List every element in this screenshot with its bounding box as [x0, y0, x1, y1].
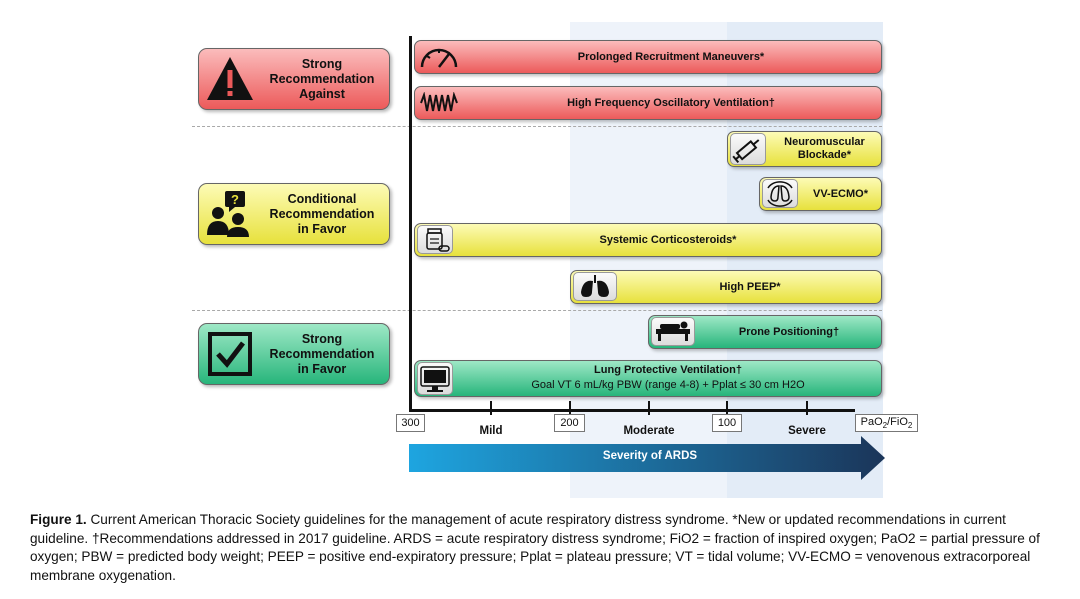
- tick-mild: [490, 401, 492, 415]
- tick-label-200: 200: [554, 414, 585, 432]
- conditional-favor-box: ? Conditional Recommendation in Favor: [198, 183, 390, 245]
- syringe-icon-box: [730, 133, 766, 165]
- bar-prone-positioning: Prone Positioning†: [648, 315, 882, 349]
- prone-bed-icon: [656, 321, 690, 341]
- bar-systemic-corticosteroids: Systemic Corticosteroids*: [414, 223, 882, 257]
- lpv-title: Lung Protective Ventilation†: [594, 364, 742, 376]
- tick-100: [726, 401, 728, 415]
- syringe-icon: [732, 139, 760, 163]
- recruitment-label: Prolonged Recruitment Maneuvers*: [577, 50, 765, 63]
- conditional-favor-label: Conditional Recommendation in Favor: [269, 191, 375, 236]
- strong-favor-box: Strong Recommendation in Favor: [198, 323, 390, 385]
- category-mild: Mild: [479, 425, 503, 437]
- severity-arrow: [409, 436, 885, 480]
- warning-icon: [207, 57, 253, 100]
- prone-label: Prone Positioning†: [738, 325, 840, 338]
- nmb-label: Neuromuscular Blockade*: [784, 136, 865, 161]
- svg-text:?: ?: [231, 192, 239, 207]
- bar-recruitment-maneuvers: Prolonged Recruitment Maneuvers*: [414, 40, 882, 74]
- horizontal-axis: [409, 409, 855, 412]
- bar-lung-protective-ventilation: Lung Protective Ventilation† Goal VT 6 m…: [414, 360, 882, 397]
- ecmo-icon-box: [762, 179, 798, 208]
- lungs-cycle-icon: [767, 181, 793, 207]
- bar-high-peep: High PEEP*: [570, 270, 882, 304]
- lungs-icon-box: [573, 272, 617, 301]
- ventilator-monitor-icon: [420, 366, 450, 392]
- vertical-axis: [409, 36, 412, 410]
- gauge-icon: [420, 48, 458, 68]
- lpv-goal: Goal VT 6 mL/kg PBW (range 4-8) + Pplat …: [531, 379, 805, 391]
- figure-caption: Figure 1. Current American Thoracic Soci…: [30, 511, 1060, 585]
- category-moderate: Moderate: [623, 425, 675, 437]
- caption-text: Current American Thoracic Society guidel…: [30, 512, 1040, 583]
- tick-moderate: [648, 401, 650, 415]
- divider-favor: [192, 310, 882, 311]
- tick-200: [569, 401, 571, 415]
- ventilator-icon-box: [417, 362, 453, 395]
- caption-label: Figure 1.: [30, 512, 87, 527]
- strong-against-label: Strong Recommendation Against: [269, 56, 375, 101]
- pill-bottle-icon: [426, 228, 450, 252]
- steroids-label: Systemic Corticosteroids*: [599, 233, 737, 246]
- hfov-label: High Frequency Oscillatory Ventilation†: [567, 96, 775, 109]
- bar-vv-ecmo: VV-ECMO*: [759, 177, 882, 211]
- strong-against-box: Strong Recommendation Against: [198, 48, 390, 110]
- category-severe: Severe: [788, 425, 826, 437]
- lungs-icon: [581, 275, 609, 297]
- tick-label-100: 100: [712, 414, 742, 432]
- severity-arrow-label: Severity of ARDS: [602, 450, 698, 462]
- pill-bottle-icon-box: [417, 225, 453, 254]
- prone-icon-box: [651, 317, 695, 346]
- axis-unit-label: PaO2/FiO2: [855, 414, 918, 432]
- oscillation-icon: [420, 92, 458, 112]
- peep-label: High PEEP*: [719, 280, 781, 293]
- tick-severe: [806, 401, 808, 415]
- bar-neuromuscular-blockade: Neuromuscular Blockade*: [727, 131, 882, 167]
- ecmo-label: VV-ECMO*: [812, 187, 868, 200]
- people-question-icon: ?: [207, 191, 249, 237]
- tick-label-300: 300: [396, 414, 425, 432]
- bar-hfov: High Frequency Oscillatory Ventilation†: [414, 86, 882, 120]
- strong-favor-label: Strong Recommendation in Favor: [269, 331, 375, 376]
- checkbox-icon: [208, 332, 252, 376]
- divider-against: [192, 126, 882, 127]
